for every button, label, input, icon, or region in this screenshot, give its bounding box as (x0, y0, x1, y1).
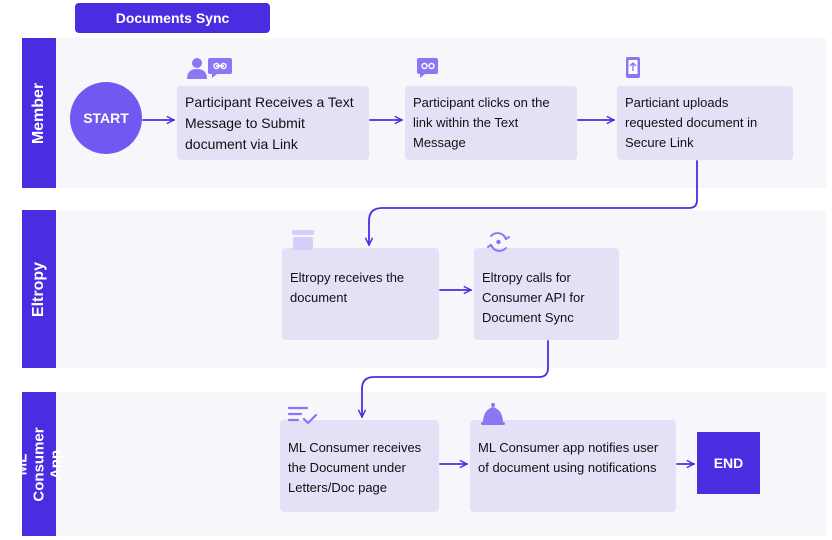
step-consumer-receives: ML Consumer receives the Document under … (280, 420, 439, 512)
start-node: START (70, 82, 142, 154)
diagram-title: Documents Sync (75, 3, 270, 33)
lane-label-member: Member (22, 38, 56, 188)
archive-icon (292, 230, 314, 250)
step-eltropy-calls-api: Eltropy calls for Consumer API for Docum… (474, 248, 619, 340)
lane-label-eltropy: Eltropy (22, 210, 56, 368)
step-participant-receives-text: Participant Receives a Text Message to S… (177, 86, 369, 160)
upload-phone-icon (626, 57, 640, 78)
chat-link-icon (417, 58, 438, 78)
arrow-step5-to-step6 (362, 340, 549, 418)
step-participant-uploads: Particiant uploads requested document in… (617, 86, 793, 160)
chat-link-icon (208, 58, 232, 78)
step-eltropy-receives: Eltropy receives the document (282, 248, 439, 340)
arrow-step3-to-step4 (369, 160, 698, 246)
sync-icon (487, 232, 510, 252)
end-node: END (697, 432, 760, 494)
step-consumer-app-notifies: ML Consumer app notifies user of documen… (470, 420, 676, 512)
bell-icon (481, 403, 505, 425)
lane-eltropy-background (56, 210, 826, 368)
checklist-icon (287, 406, 318, 425)
lane-label-consumer: ML Consumer App (14, 392, 65, 536)
user-icon (187, 58, 207, 79)
step-participant-clicks-link: Participant clicks on the link within th… (405, 86, 577, 160)
